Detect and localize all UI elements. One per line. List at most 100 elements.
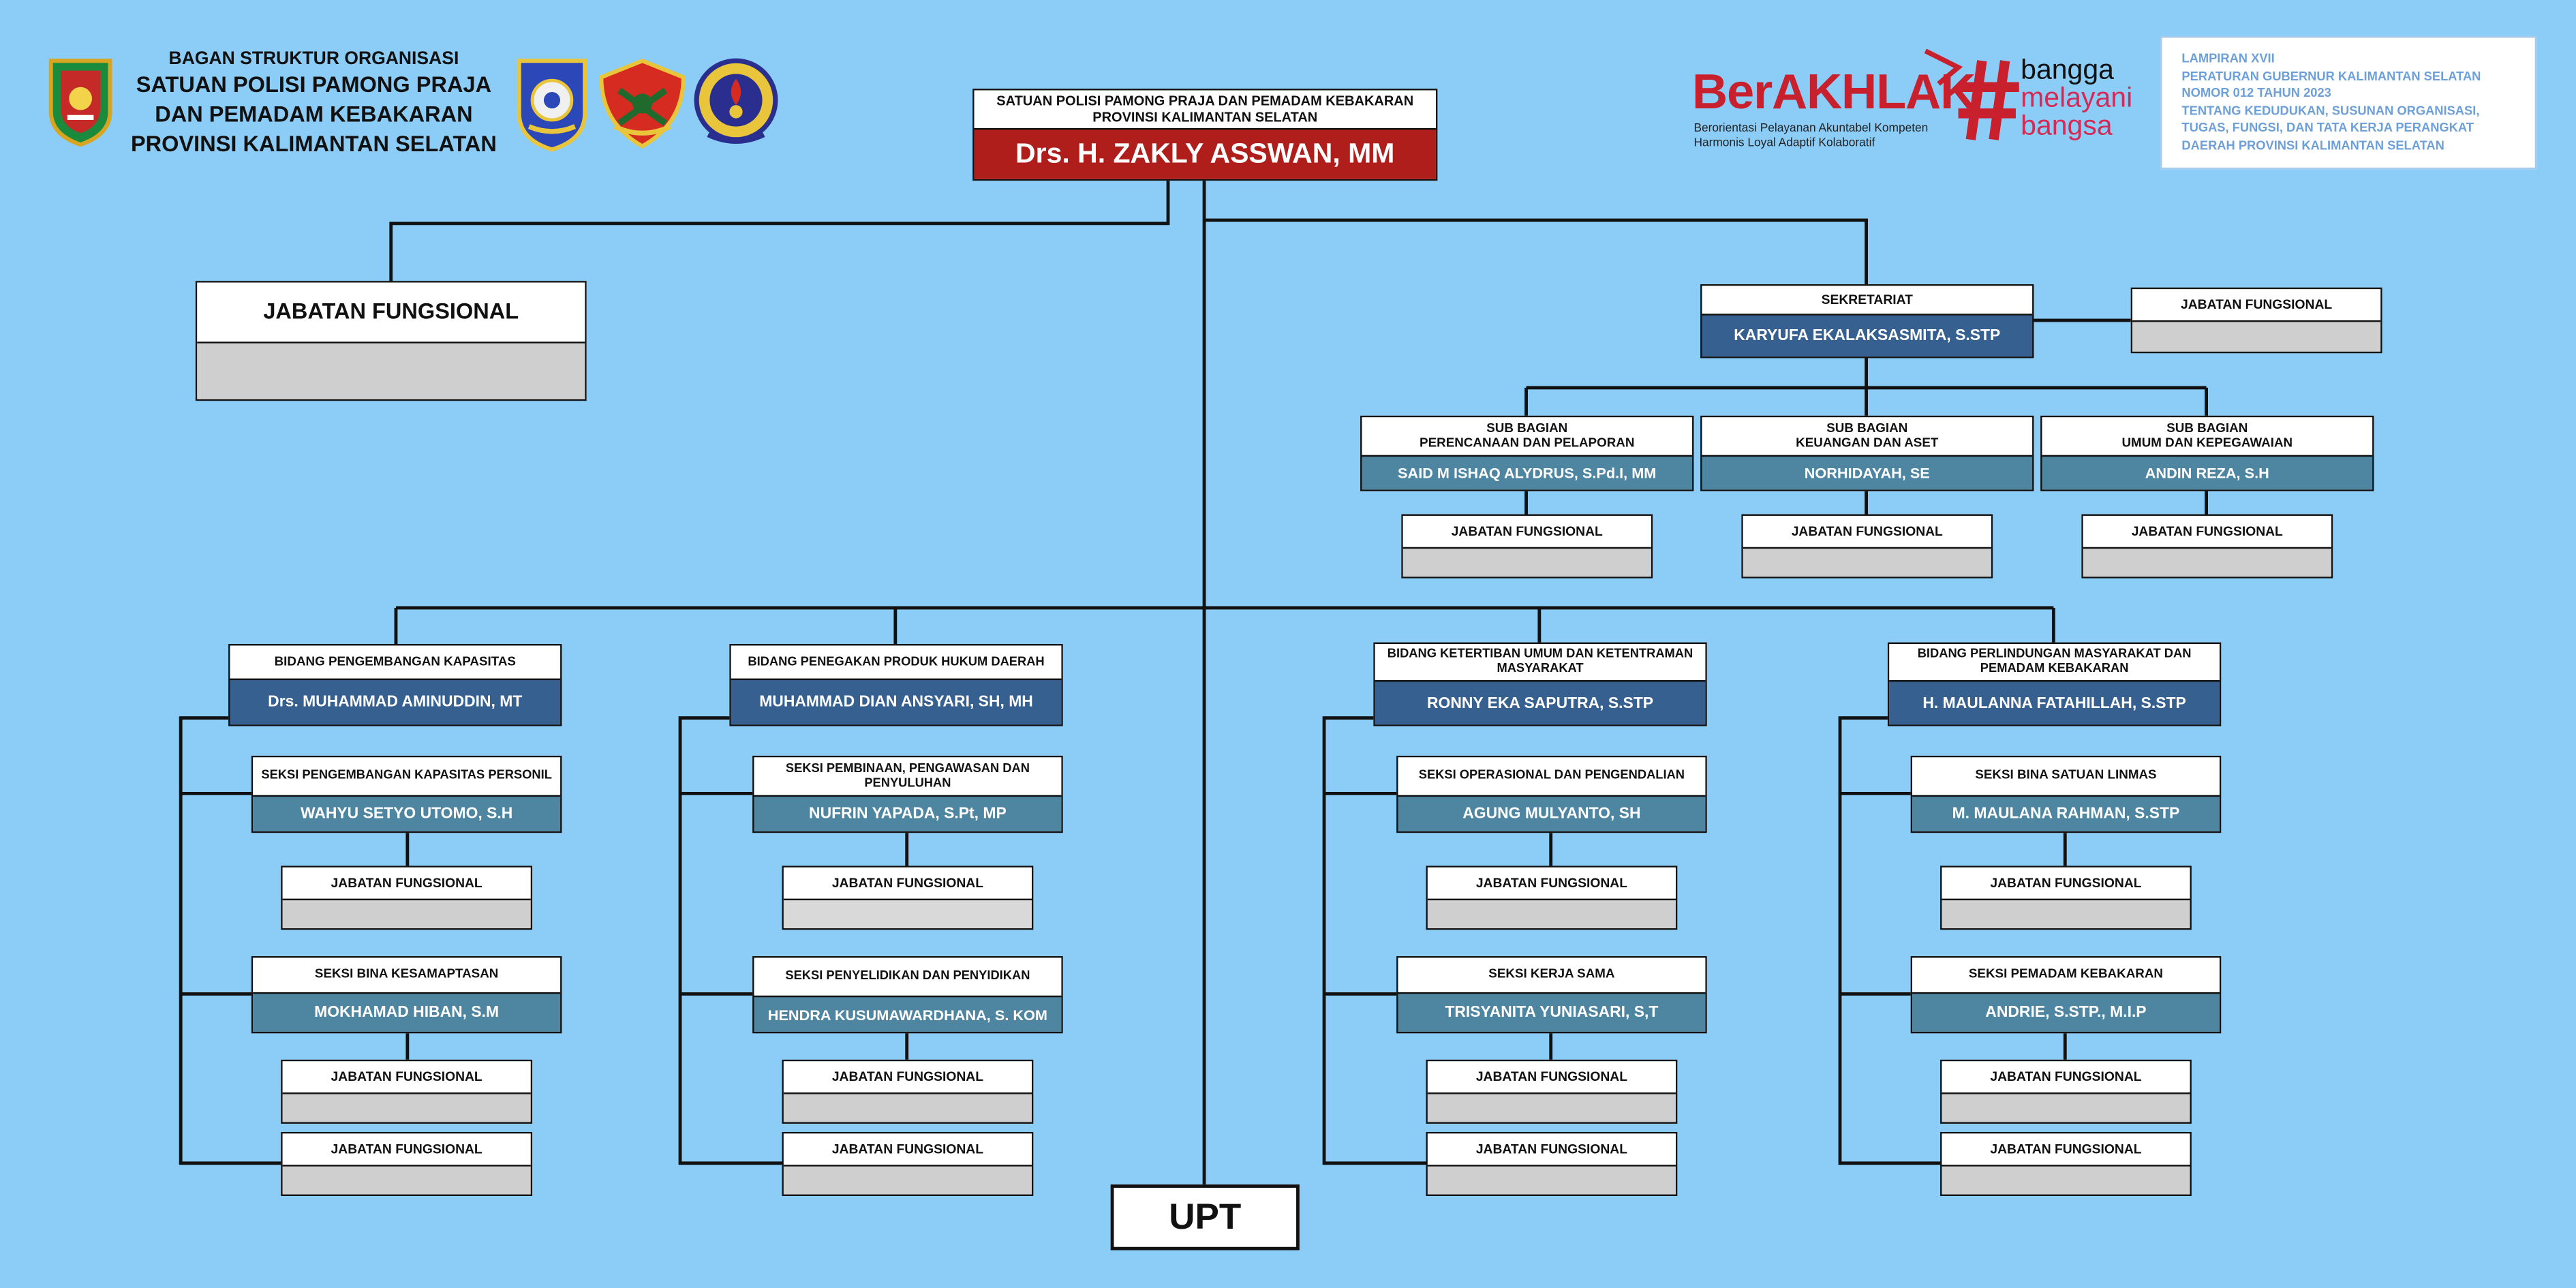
linmas-emblem-icon [599,58,686,149]
subbagian-name: SAID M ISHAQ ALYDRUS, S.Pd.I, MM [1362,455,1693,490]
seksi-box: SEKSI PENYELIDIKAN DAN PENYIDIKAN HENDRA… [752,956,1063,1034]
seksi-name: WAHYU SETYO UTOMO, S.H [253,795,561,831]
jabatan-fungsional-label: JABATAN FUNGSIONAL [1427,867,1676,899]
kalsel-emblem-icon [48,59,112,147]
subbagian-name: NORHIDAYAH, SE [1702,455,2033,490]
subbagian-title-1: SUB BAGIAN [1486,420,1568,435]
header-line4: PROVINSI KALIMANTAN SELATAN [130,131,497,157]
seksi-name: HENDRA KUSUMAWARDHANA, S. KOM [754,995,1062,1032]
jabatan-fungsional-small: JABATAN FUNGSIONAL [281,865,533,930]
subbagian-title-1: SUB BAGIAN [1826,420,1908,435]
jabatan-fungsional-label: JABATAN FUNGSIONAL [2083,515,2331,547]
jabatan-fungsional-small: JABATAN FUNGSIONAL [1940,1059,2192,1124]
jabatan-fungsional-empty [1427,898,1676,929]
subbagian-title-1: SUB BAGIAN [2166,420,2248,435]
jabatan-fungsional-label: JABATAN FUNGSIONAL [1427,1133,1676,1165]
seksi-title: SEKSI BINA KESAMAPTASAN [253,957,561,993]
subbagian-title-2: UMUM DAN KEPEGAWAIAN [2121,434,2293,450]
lampiran-line: LAMPIRAN XVII [2181,50,2275,66]
melayani-text: melayani [2021,82,2133,114]
header-line2: SATUAN POLISI PAMONG PRAJA [136,72,492,97]
jabatan-fungsional-small: JABATAN FUNGSIONAL [281,1059,533,1124]
bidang-title: BIDANG PENEGAKAN PRODUK HUKUM DAERAH [731,645,1062,679]
seksi-box: SEKSI PEMBINAAN, PENGAWASAN DAN PENYULUH… [752,755,1063,833]
sekretariat-name: KARYUFA EKALAKSASMITA, S.STP [1702,313,2033,357]
seksi-title: SEKSI BINA SATUAN LINMAS [1912,757,2220,795]
head-box: SATUAN POLISI PAMONG PRAJA DAN PEMADAM K… [972,89,1438,181]
berakhlak-swoosh-icon [1924,48,1963,86]
jabatan-fungsional-label: JABATAN FUNGSIONAL [783,1133,1032,1165]
lampiran-line: NOMOR 012 TAHUN 2023 [2181,85,2331,101]
jabatan-fungsional-label: JABATAN FUNGSIONAL [2132,289,2381,321]
head-name: Drs. H. ZAKLY ASSWAN, MM [974,128,1436,179]
lampiran-line: DAERAH PROVINSI KALIMANTAN SELATAN [2181,138,2444,153]
jabatan-fungsional-small: JABATAN FUNGSIONAL [1940,865,2192,930]
subbagian-umum: SUB BAGIAN UMUM DAN KEPEGAWAIAN ANDIN RE… [2040,415,2374,491]
subbagian-title-2: PERENCANAAN DAN PELAPORAN [1420,434,1635,450]
jabatan-fungsional-empty [1427,1092,1676,1122]
jabatan-fungsional-label: JABATAN FUNGSIONAL [1402,515,1651,547]
header-line3: DAN PEMADAM KEBAKARAN [155,102,473,127]
bidang-name: Drs. MUHAMMAD AMINUDDIN, MT [230,678,561,725]
jabatan-fungsional-small: JABATAN FUNGSIONAL [782,1131,1034,1196]
subbagian-name: ANDIN REZA, S.H [2042,455,2373,490]
seksi-name: NUFRIN YAPADA, S.Pt, MP [754,795,1062,831]
jabatan-fungsional-small: JABATAN FUNGSIONAL [1940,1131,2192,1196]
bidang-title: BIDANG KETERTIBAN UMUM DAN KETENTRAMAN M… [1375,643,1706,681]
subbagian-perencanaan: SUB BAGIAN PERENCANAAN DAN PELAPORAN SAI… [1360,415,1694,491]
bidang-ketertiban-umum: BIDANG KETERTIBAN UMUM DAN KETENTRAMAN M… [1373,642,1707,726]
jabatan-fungsional-small: JABATAN FUNGSIONAL [782,865,1034,930]
jabatan-fungsional-empty [1743,547,1991,577]
jabatan-fungsional-empty [2083,547,2331,577]
seksi-box: SEKSI OPERASIONAL DAN PENGENDALIAN AGUNG… [1396,755,1707,833]
seksi-box: SEKSI PENGEMBANGAN KAPASITAS PERSONIL WA… [251,755,562,833]
seksi-box: SEKSI BINA KESAMAPTASAN MOKHAMAD HIBAN, … [251,956,562,1034]
subbagian-title-2: KEUANGAN DAN ASET [1796,434,1939,450]
seksi-title: SEKSI PEMADAM KEBAKARAN [1912,957,2220,993]
jabatan-fungsional-subbagian-3: JABATAN FUNGSIONAL [2081,514,2333,579]
jabatan-fungsional-label: JABATAN FUNGSIONAL [282,1061,531,1093]
bidang-name: H. MAULANNA FATAHILLAH, S.STP [1889,680,2220,725]
bidang-title: BIDANG PENGEMBANGAN KAPASITAS [230,645,561,679]
hashtag-icon [1958,60,2019,140]
jabatan-fungsional-subbagian-2: JABATAN FUNGSIONAL [1741,514,1993,579]
jabatan-fungsional-empty [783,1165,1032,1195]
seksi-name: M. MAULANA RAHMAN, S.STP [1912,795,2220,831]
bidang-name: MUHAMMAD DIAN ANSYARI, SH, MH [731,678,1062,725]
jabatan-fungsional-empty [783,1092,1032,1122]
jabatan-fungsional-label: JABATAN FUNGSIONAL [1427,1061,1676,1093]
bangsa-text: bangsa [2021,110,2113,142]
jabatan-fungsional-empty [197,341,585,399]
subbagian-keuangan: SUB BAGIAN KEUANGAN DAN ASET NORHIDAYAH,… [1700,415,2034,491]
jabatan-fungsional-empty [1427,1165,1676,1195]
jabatan-fungsional-empty [1942,1092,2190,1122]
seksi-title: SEKSI PENYELIDIKAN DAN PENYIDIKAN [754,957,1062,996]
bangga-melayani-bangsa: bangga melayani bangsa [2021,56,2132,140]
jabatan-fungsional-label: JABATAN FUNGSIONAL [783,1061,1032,1093]
bidang-penegakan-hukum: BIDANG PENEGAKAN PRODUK HUKUM DAERAH MUH… [729,643,1063,726]
bangga-text: bangga [2021,54,2114,86]
jabatan-fungsional-empty [282,898,531,929]
jabatan-fungsional-label: JABATAN FUNGSIONAL [282,867,531,899]
bidang-perlindungan-masyarakat: BIDANG PERLINDUNGAN MASYARAKAT DAN PEMAD… [1887,642,2222,726]
jabatan-fungsional-label: JABATAN FUNGSIONAL [1743,515,1991,547]
seksi-title: SEKSI PEMBINAAN, PENGAWASAN DAN PENYULUH… [754,757,1062,795]
jabatan-fungsional-empty [2132,320,2381,352]
jabatan-fungsional-label: JABATAN FUNGSIONAL [1942,1061,2190,1093]
jabatan-fungsional-label: JABATAN FUNGSIONAL [783,867,1032,899]
header-line1: BAGAN STRUKTUR ORGANISASI [168,49,459,70]
lampiran-box: LAMPIRAN XVII PERATURAN GUBERNUR KALIMAN… [2160,36,2537,170]
seksi-box: SEKSI PEMADAM KEBAKARAN ANDRIE, S.STP., … [1910,956,2222,1034]
berakhlak-tagline: Berorientasi Pelayanan Akuntabel Kompete… [1693,120,1928,149]
seksi-title: SEKSI OPERASIONAL DAN PENGENDALIAN [1398,757,1706,795]
jabatan-fungsional-label: JABATAN FUNGSIONAL [1942,867,2190,899]
seksi-title: SEKSI KERJA SAMA [1398,957,1706,993]
seksi-name: TRISYANITA YUNIASARI, S,T [1398,992,1706,1032]
sekretariat-box: SEKRETARIAT KARYUFA EKALAKSASMITA, S.STP [1700,284,2034,358]
jabatan-fungsional-empty [1942,1165,2190,1195]
seksi-box: SEKSI BINA SATUAN LINMAS M. MAULANA RAHM… [1910,755,2222,833]
jabatan-fungsional-label: JABATAN FUNGSIONAL [1942,1133,2190,1165]
head-title-2: PROVINSI KALIMANTAN SELATAN [1092,107,1318,125]
berakhlak-tag-2: Harmonis Loyal Adaptif Kolaboratif [1693,134,1875,150]
